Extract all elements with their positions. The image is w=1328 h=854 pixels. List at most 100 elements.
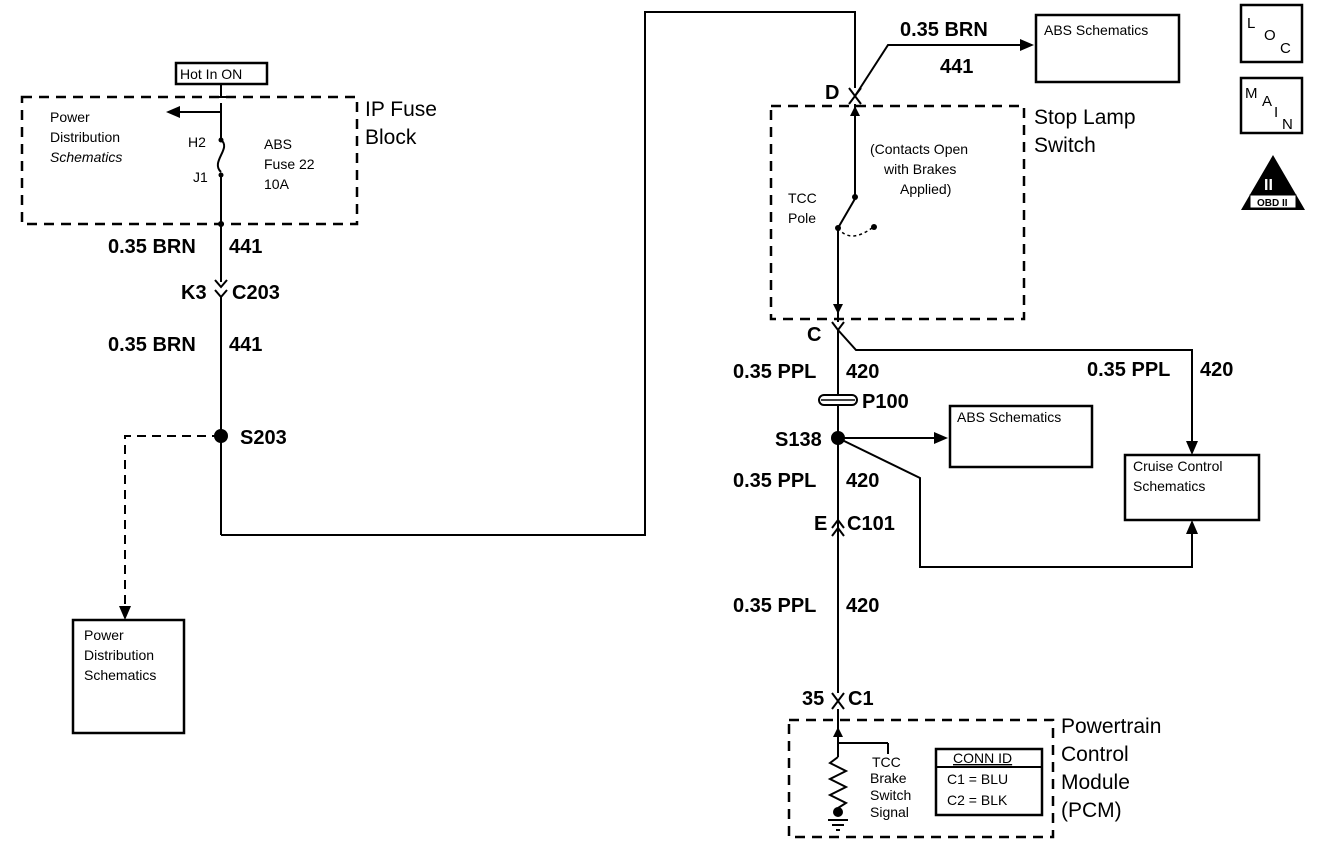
left-wire1-circuit: 441 — [229, 236, 262, 258]
cruise-box-2: Schematics — [1133, 478, 1205, 494]
main-icon[interactable]: M A I N — [1239, 76, 1304, 135]
resistor-icon — [827, 756, 849, 809]
fuse-label-3: 10A — [264, 176, 290, 192]
loc-icon[interactable]: L O C — [1239, 3, 1304, 64]
arrow-down-icon — [119, 606, 131, 620]
abs-top: 0.35 BRN 441 ABS Schematics — [854, 13, 1181, 97]
main-icon-a: A — [1262, 93, 1272, 110]
arrow-up-cruise-icon — [1186, 520, 1198, 534]
tcc-signal-3: Switch — [870, 787, 911, 803]
switch-note-3: Applied) — [900, 181, 951, 197]
main-icon-m: M — [1245, 85, 1258, 102]
connector-c101-icon — [831, 518, 845, 529]
loc-icon-l: L — [1247, 15, 1255, 32]
right-wire2-circuit: 420 — [846, 470, 879, 492]
pin-h2: H2 — [188, 134, 206, 150]
ip-fuse-block-title-2: Block — [365, 126, 417, 149]
pcm-outline — [787, 718, 1055, 839]
fuse-icon — [216, 139, 226, 173]
switch-note-2: with Brakes — [883, 161, 956, 177]
ip-fuse-block: IP Fuse Block Hot In ON Power Distributi… — [20, 61, 437, 226]
power-dist-internal-1: Power — [50, 109, 90, 125]
terminal-d: D — [825, 82, 839, 104]
conn-id-title: CONN ID — [953, 750, 1012, 766]
branch-wire-circuit: 420 — [1200, 359, 1233, 381]
terminal-d-icon — [848, 94, 862, 105]
tcc-signal-1: TCC — [872, 754, 901, 770]
power-dist-box-1: Power — [84, 627, 124, 643]
right-splice: S138 — [775, 429, 822, 451]
pcm-title-3: Module — [1061, 771, 1130, 794]
main-icon-i: I — [1274, 104, 1278, 121]
left-splice: S203 — [240, 427, 287, 449]
cruise-box-1: Cruise Control — [1133, 458, 1222, 474]
left-wire: 0.35 BRN 441 K3 C203 0.35 BRN 441 S203 — [108, 11, 856, 620]
left-connector: C203 — [232, 282, 280, 304]
fuse-label-2: Fuse 22 — [264, 156, 315, 172]
wire-to-stop-lamp — [221, 11, 856, 536]
right-wire3-circuit: 420 — [846, 595, 879, 617]
arrow-down-cruise-icon — [1186, 441, 1198, 455]
left-wire2-color: 0.35 BRN — [108, 334, 196, 356]
loc-icon-c: C — [1280, 40, 1291, 57]
tcc-pole-2: Pole — [788, 210, 816, 226]
right-wire3-color: 0.35 PPL — [733, 595, 816, 617]
right-wire1-circuit: 420 — [846, 361, 879, 383]
switch-pole-icon — [837, 196, 857, 229]
stop-lamp-switch: Stop Lamp Switch D (Contacts Open with B… — [769, 82, 1136, 346]
arrow-left-icon — [166, 106, 180, 118]
tcc-pole-1: TCC — [788, 190, 817, 206]
hot-in-on-label: Hot In ON — [180, 66, 242, 82]
pcm-title-4: (PCM) — [1061, 799, 1122, 822]
power-dist-internal-3: Schematics — [50, 149, 122, 165]
right-wire: 0.35 PPL 420 0.35 PPL 420 P100 S138 ABS … — [733, 329, 1261, 710]
switch-note-1: (Contacts Open — [870, 141, 968, 157]
stop-lamp-switch-outline — [769, 104, 1026, 321]
stop-lamp-title-1: Stop Lamp — [1034, 106, 1136, 129]
obd-roman: II — [1264, 177, 1273, 194]
conn-id-c2: C2 = BLK — [947, 792, 1008, 808]
power-dist-box: Power Distribution Schematics — [71, 618, 186, 735]
abs-top-box-label: ABS Schematics — [1044, 22, 1148, 38]
left-wire1-color: 0.35 BRN — [108, 236, 196, 258]
right-wire1-color: 0.35 PPL — [733, 361, 816, 383]
pcm-title-1: Powertrain — [1061, 715, 1161, 738]
terminal-c: C — [807, 324, 821, 346]
abs-top-wire-color: 0.35 BRN — [900, 19, 988, 41]
abs-top-wire-circuit: 441 — [940, 56, 973, 78]
power-dist-box-2: Distribution — [84, 647, 154, 663]
inline-p100: P100 — [862, 391, 909, 413]
arrow-right-icon — [1020, 39, 1034, 51]
left-wire2-circuit: 441 — [229, 334, 262, 356]
ip-fuse-block-outline — [20, 95, 359, 226]
power-dist-box-3: Schematics — [84, 667, 156, 683]
right-wire2-color: 0.35 PPL — [733, 470, 816, 492]
pcm-pin: 35 — [802, 688, 824, 710]
conn-id-c1: C1 = BLU — [947, 771, 1008, 787]
pcm-connector: C1 — [848, 688, 874, 710]
ip-fuse-block-title-1: IP Fuse — [365, 98, 437, 121]
right-connector-pin: E — [814, 513, 827, 535]
loc-icon-o: O — [1264, 27, 1276, 44]
abs-mid-box-label: ABS Schematics — [957, 409, 1061, 425]
power-dist-internal-2: Distribution — [50, 129, 120, 145]
terminal-c-icon — [831, 321, 845, 332]
connector-c203-icon — [214, 279, 228, 289]
pcm: Powertrain Control Module (PCM) TCC Brak… — [787, 709, 1161, 839]
stop-lamp-title-2: Switch — [1034, 134, 1096, 157]
obd-ii-icon[interactable]: II OBD II — [1241, 155, 1305, 210]
left-connector-pin: K3 — [181, 282, 207, 304]
pcm-title-2: Control — [1061, 743, 1129, 766]
right-connector: C101 — [847, 513, 895, 535]
branch-wire-color: 0.35 PPL — [1087, 359, 1170, 381]
pin-j1: J1 — [193, 169, 208, 185]
arrow-right-abs-icon — [934, 432, 948, 444]
conn-id-box — [934, 747, 1044, 817]
obd-label: OBD II — [1257, 198, 1288, 209]
tcc-signal-2: Brake — [870, 770, 907, 786]
tcc-signal-4: Signal — [870, 804, 909, 820]
main-icon-n: N — [1282, 116, 1293, 133]
fuse-label-1: ABS — [264, 136, 292, 152]
